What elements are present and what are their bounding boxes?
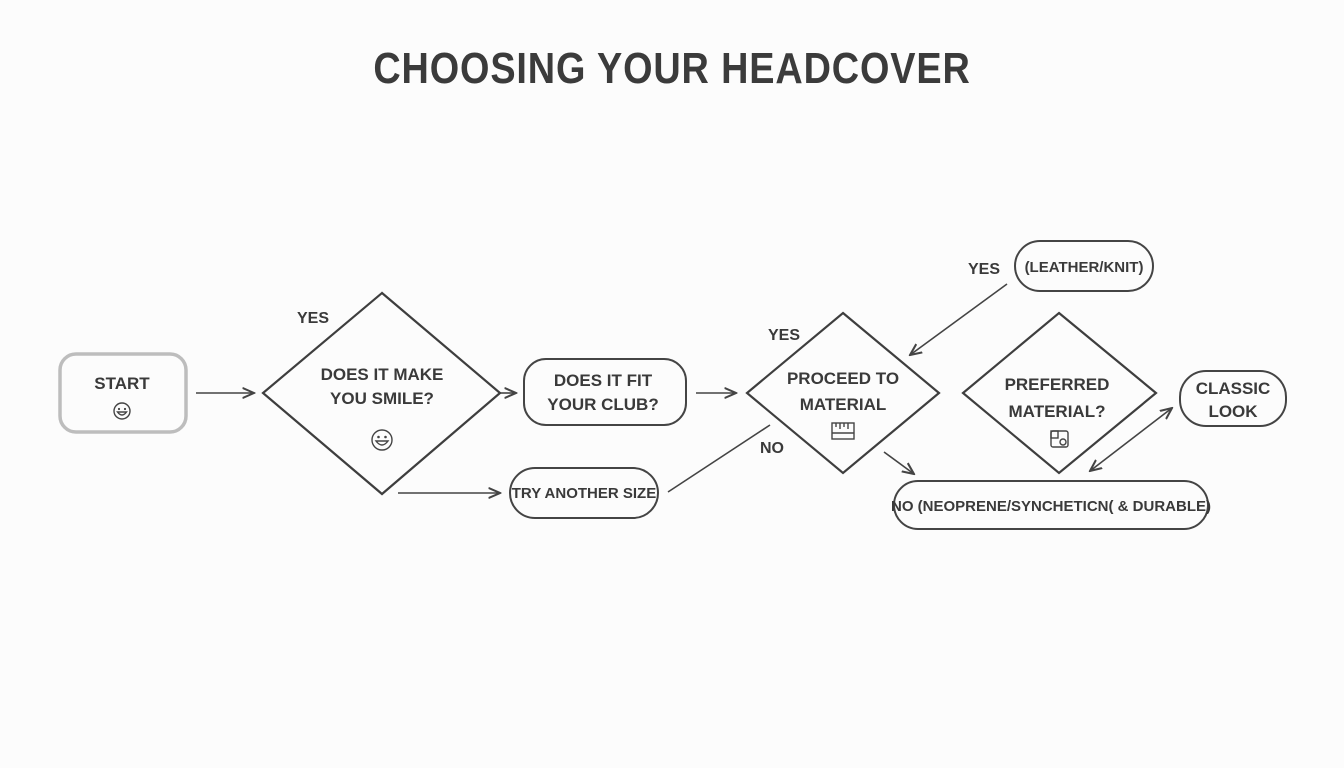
fit-node: DOES IT FIT YOUR CLUB? xyxy=(523,358,687,426)
start-node: START xyxy=(58,352,188,434)
fabric-swatch-icon xyxy=(1050,430,1069,448)
leather-knit-node: (LEATHER/KNIT) xyxy=(1014,240,1154,292)
proceed-decision: PROCEED TO MATERIAL xyxy=(745,311,941,475)
classic-look-line1: CLASSIC xyxy=(1196,379,1271,398)
classic-look-line2: LOOK xyxy=(1208,402,1258,421)
smile-decision-line1: DOES IT MAKE xyxy=(321,365,444,384)
preferred-decision-line2: MATERIAL? xyxy=(1009,402,1106,421)
smile-decision-line2: YOU SMILE? xyxy=(330,389,434,408)
smiley-icon xyxy=(113,402,131,420)
leather-knit-label: (LEATHER/KNIT) xyxy=(1025,259,1144,276)
edge-proceed-to-neoprene xyxy=(883,451,914,474)
classic-look-node: CLASSIC LOOK xyxy=(1179,370,1287,427)
fit-node-line1: DOES IT FIT xyxy=(554,371,653,390)
smiley-icon xyxy=(371,429,393,451)
preferred-decision-line1: PREFERRED xyxy=(1005,375,1110,394)
edge-try-size-to-proceed xyxy=(667,424,771,493)
proceed-decision-line1: PROCEED TO xyxy=(787,369,899,388)
edge-neoprene-to-classic xyxy=(1090,408,1172,471)
edge-label-yes-smile: YES xyxy=(297,310,329,327)
neoprene-node: NO (NEOPRENE/SYNCHETICN( & DURABLE) xyxy=(891,480,1211,530)
edge-label-no-proceed: NO xyxy=(760,440,784,457)
fit-node-line2: YOUR CLUB? xyxy=(547,395,658,414)
proceed-decision-line2: MATERIAL xyxy=(800,395,887,414)
preferred-decision: PREFERRED MATERIAL? xyxy=(961,311,1158,475)
edge-label-yes-proceed: YES xyxy=(768,327,800,344)
edge-leather-to-proceed xyxy=(910,283,1008,355)
smile-decision: DOES IT MAKE YOU SMILE? xyxy=(261,291,502,496)
try-size-label: TRY ANOTHER SIZE xyxy=(512,485,656,502)
start-label: START xyxy=(94,374,150,393)
page-title: CHOOSING YOUR HEADCOVER xyxy=(373,44,971,93)
ruler-icon xyxy=(831,422,855,440)
try-size-node: TRY ANOTHER SIZE xyxy=(509,467,659,519)
edge-label-yes-leather: YES xyxy=(968,261,1000,278)
neoprene-label: NO (NEOPRENE/SYNCHETICN( & DURABLE) xyxy=(891,498,1211,515)
